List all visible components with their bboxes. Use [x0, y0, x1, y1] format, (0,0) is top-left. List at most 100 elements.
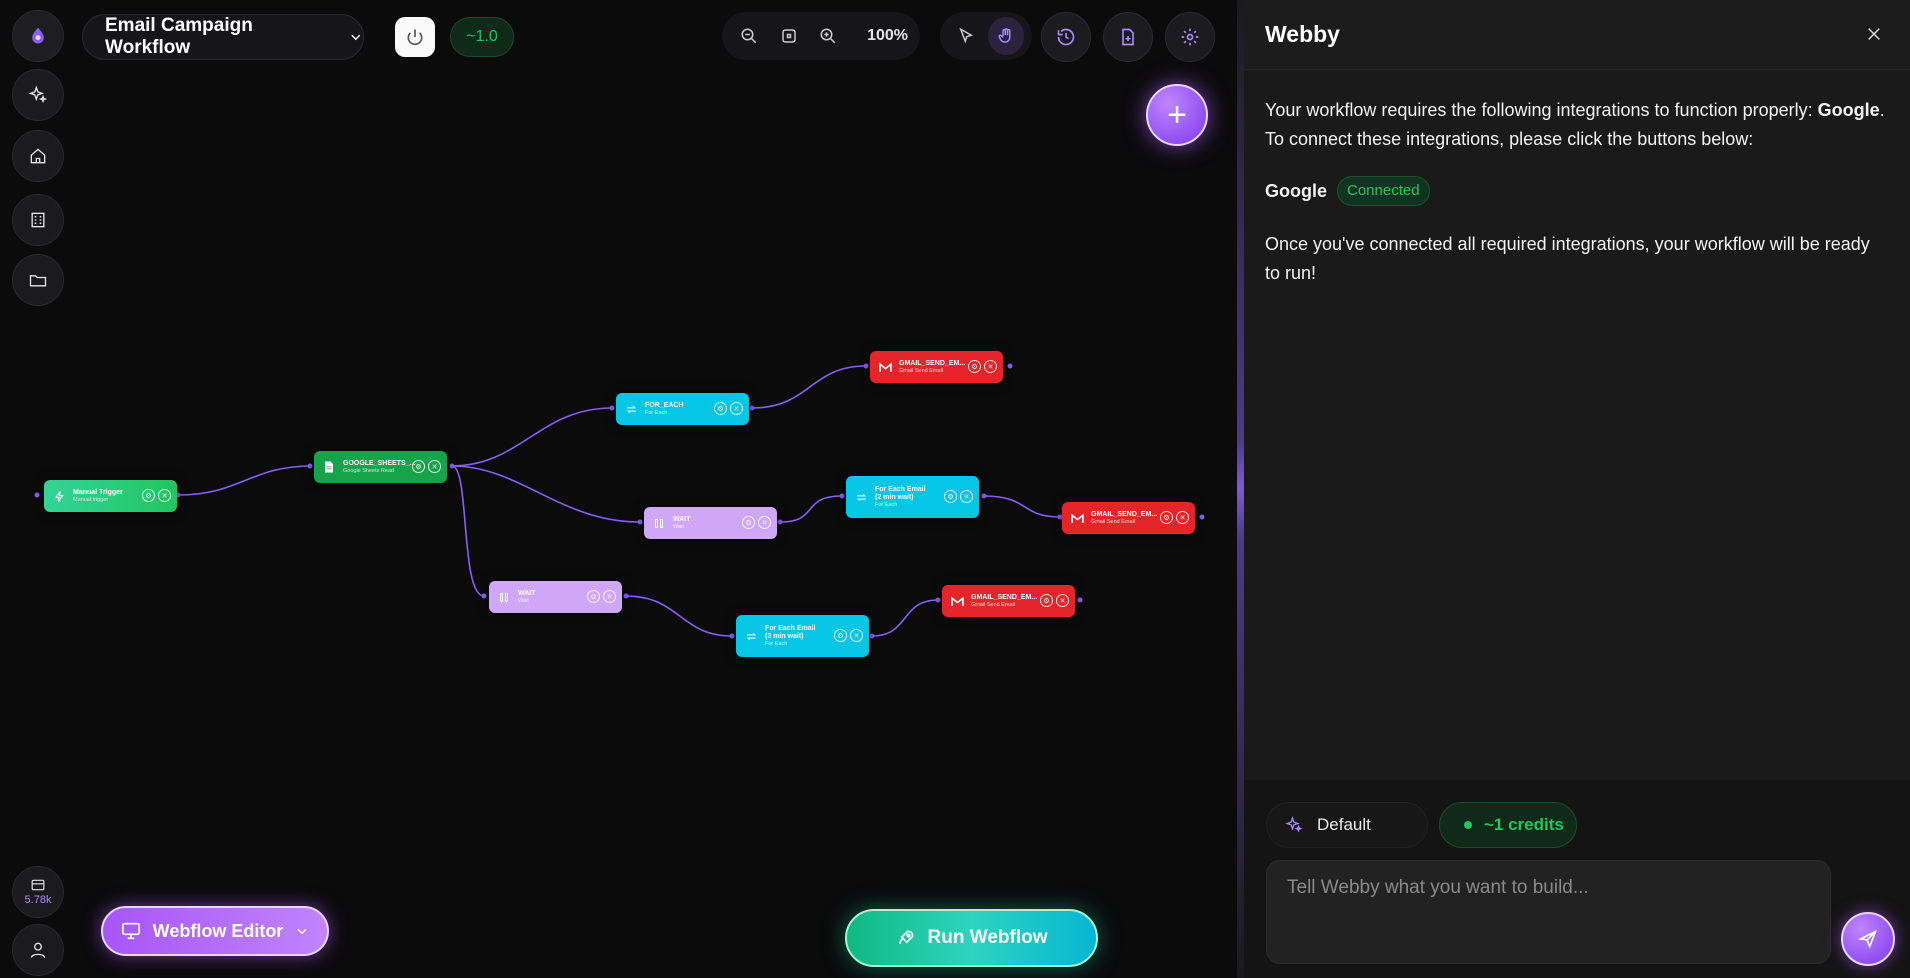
gmail-icon — [878, 360, 892, 374]
loop-icon — [624, 402, 638, 416]
user-icon — [30, 942, 46, 958]
profile-button[interactable] — [12, 924, 64, 976]
node-delete-icon[interactable]: ✕ — [850, 629, 863, 642]
node-delete-icon[interactable]: ✕ — [1056, 594, 1069, 607]
zoom-out-icon — [741, 28, 757, 44]
integration-name: Google — [1265, 180, 1327, 201]
power-icon — [407, 29, 423, 46]
node-title: Manual Trigger — [73, 489, 123, 497]
node-title: For Each Email (2 min wait) — [875, 486, 926, 501]
intro-strong: Google — [1817, 100, 1880, 120]
pause-icon — [652, 516, 666, 530]
node-subtitle: For Each — [645, 409, 668, 416]
workflow-title-dropdown[interactable]: Email Campaign Workflow — [82, 14, 364, 60]
close-icon — [1868, 28, 1880, 40]
node-settings-icon[interactable]: ⚙ — [968, 360, 981, 373]
home-button[interactable] — [12, 130, 64, 182]
node-settings-icon[interactable]: ⚙ — [1160, 511, 1173, 524]
workflow-node-gmail-send-3[interactable]: GMAIL_SEND_EM...Gmail Send Email ⚙✕ — [942, 585, 1075, 617]
workflow-edges — [34, 363, 1240, 639]
model-selector[interactable]: Default — [1266, 802, 1428, 848]
run-webflow-button[interactable]: Run Webflow — [845, 909, 1098, 967]
gear-icon — [1181, 28, 1199, 46]
node-delete-icon[interactable]: ✕ — [603, 590, 616, 603]
node-settings-icon[interactable]: ⚙ — [742, 516, 755, 529]
node-settings-icon[interactable]: ⚙ — [834, 629, 847, 642]
zoom-level: 100% — [867, 27, 908, 44]
fit-view-button[interactable] — [774, 21, 804, 51]
ai-sparkle-button[interactable] — [12, 69, 64, 121]
fit-view-icon — [781, 29, 796, 43]
intro-text: Your workflow requires the following int… — [1265, 100, 1818, 120]
node-subtitle: Wait — [673, 523, 684, 530]
node-title: GMAIL_SEND_EM... — [899, 360, 966, 368]
send-icon — [1858, 929, 1878, 949]
workflow-node-google-sheets[interactable]: GOOGLE_SHEETS_...Google Sheets Read ⚙✕ — [314, 451, 447, 483]
power-toggle-button[interactable] — [395, 17, 435, 57]
new-file-button[interactable] — [1103, 12, 1153, 62]
edge-sheets-foreach1 — [451, 407, 613, 467]
node-settings-icon[interactable]: ⚙ — [142, 489, 155, 502]
history-button[interactable] — [1041, 12, 1091, 62]
loop-icon — [744, 629, 758, 643]
node-title: GOOGLE_SHEETS_... — [343, 460, 416, 468]
node-subtitle: Manual trigger — [73, 496, 109, 503]
chat-input[interactable] — [1266, 860, 1831, 964]
panel-resize-handle[interactable] — [1237, 0, 1244, 978]
add-node-button[interactable]: + — [1146, 84, 1208, 146]
logo-icon — [32, 27, 44, 44]
node-delete-icon[interactable]: ✕ — [758, 516, 771, 529]
node-title: WAIT — [518, 590, 536, 598]
pan-mode-button[interactable] — [988, 17, 1024, 55]
send-button[interactable] — [1841, 912, 1895, 966]
node-delete-icon[interactable]: ✕ — [960, 490, 973, 503]
node-delete-icon[interactable]: ✕ — [730, 402, 743, 415]
settings-button[interactable] — [1165, 12, 1215, 62]
status-badge[interactable]: Connected — [1337, 176, 1430, 206]
file-plus-icon — [1122, 28, 1134, 46]
node-delete-icon[interactable]: ✕ — [428, 460, 441, 473]
rocket-icon — [898, 930, 914, 944]
credits-rail-button[interactable]: 5.78k — [12, 866, 64, 918]
node-delete-icon[interactable]: ✕ — [1176, 511, 1189, 524]
workflow-node-for-each-3min[interactable]: For Each Email (3 min wait)For Each ⚙✕ — [736, 615, 869, 657]
zoom-in-button[interactable] — [813, 21, 843, 51]
node-settings-icon[interactable]: ⚙ — [944, 490, 957, 503]
workflow-node-gmail-send-2[interactable]: GMAIL_SEND_EM...Gmail Send Email ⚙✕ — [1062, 502, 1195, 534]
chat-composer: Default ~1 credits — [1244, 780, 1910, 978]
version-badge[interactable]: ~1.0 — [450, 17, 514, 57]
canvas-mode-controls — [940, 12, 1032, 60]
edge-manual-sheets — [177, 465, 313, 496]
workflow-node-gmail-send-1[interactable]: GMAIL_SEND_EM...Gmail Send Email ⚙✕ — [870, 351, 1003, 383]
run-webflow-label: Run Webflow — [927, 927, 1048, 948]
chevron-down-icon — [297, 928, 307, 935]
bolt-icon — [52, 489, 66, 503]
edge-foreach1-gmail1 — [751, 365, 867, 409]
webby-chat-panel: Webby Your workflow requires the followi… — [1244, 0, 1910, 978]
folders-button[interactable] — [12, 254, 64, 306]
zoom-out-button[interactable] — [734, 21, 764, 51]
node-settings-icon[interactable]: ⚙ — [714, 402, 727, 415]
app-logo[interactable] — [12, 10, 64, 62]
credits-rail-value: 5.78k — [24, 893, 52, 906]
select-mode-button[interactable] — [948, 17, 984, 55]
library-button[interactable] — [12, 194, 64, 246]
webflow-editor-button[interactable]: Webflow Editor — [101, 906, 329, 956]
close-panel-button[interactable] — [1862, 22, 1886, 46]
node-delete-icon[interactable]: ✕ — [984, 360, 997, 373]
node-delete-icon[interactable]: ✕ — [158, 489, 171, 502]
node-settings-icon[interactable]: ⚙ — [1040, 594, 1053, 607]
gmail-icon — [1070, 511, 1084, 525]
workflow-node-for-each-2min[interactable]: For Each Email (2 min wait)For Each ⚙✕ — [846, 476, 979, 518]
node-settings-icon[interactable]: ⚙ — [587, 590, 600, 603]
sheet-icon — [322, 460, 336, 474]
node-title: FOR_EACH — [645, 402, 684, 410]
building-icon — [31, 212, 45, 228]
hand-icon — [998, 28, 1011, 43]
integration-row-google: Google Connected — [1265, 176, 1889, 206]
node-settings-icon[interactable]: ⚙ — [412, 460, 425, 473]
